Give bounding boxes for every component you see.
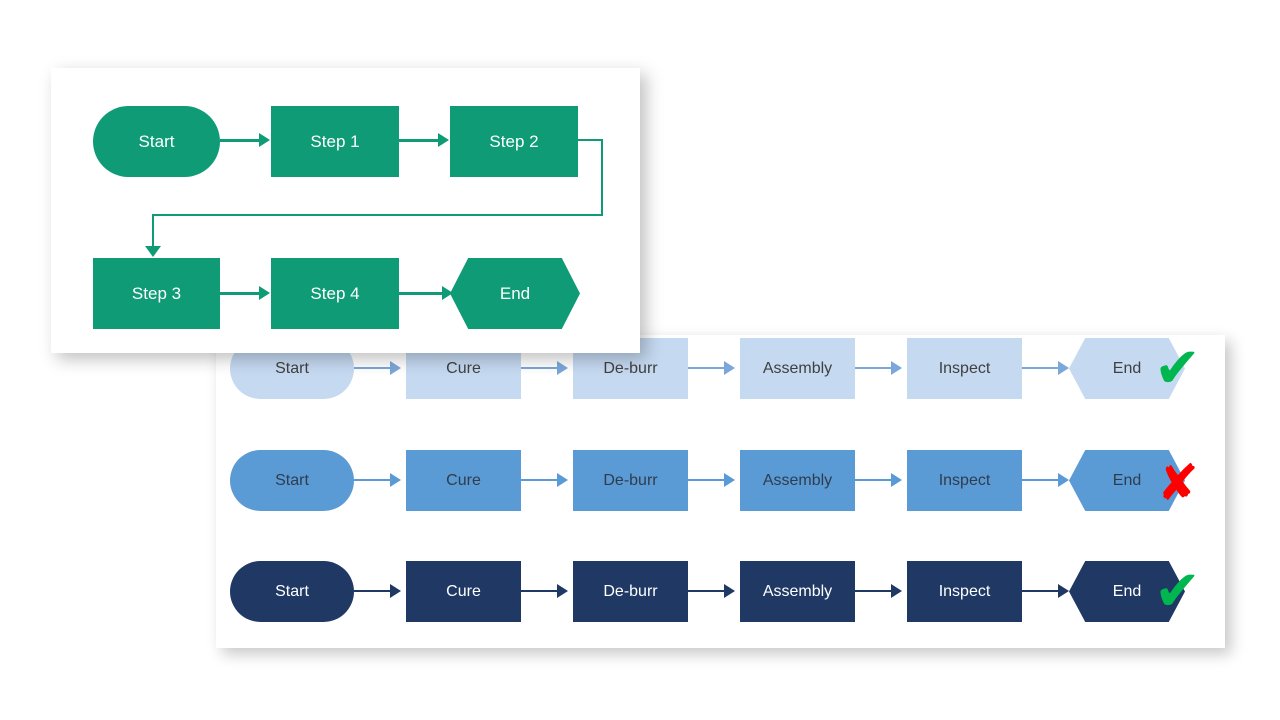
process-row-dark[interactable]: Start Cure De-burr Assembly Inspect End …: [216, 561, 1225, 645]
node-label: Cure: [446, 471, 481, 489]
node-label: Assembly: [762, 359, 833, 377]
node-deburr-medium[interactable]: De-burr: [573, 450, 688, 511]
node-inspect-dark[interactable]: Inspect: [907, 561, 1022, 622]
node-assembly-light[interactable]: Assembly: [740, 338, 855, 399]
status-check-icon: ✔: [1154, 559, 1201, 624]
node-label: Inspect: [938, 359, 991, 377]
node-end-green[interactable]: End: [450, 258, 580, 329]
node-step1-green[interactable]: Step 1: [271, 106, 399, 177]
connector-line: [855, 590, 891, 592]
connector-arrowhead-start-step1: [259, 133, 270, 147]
node-label: Inspect: [938, 582, 991, 600]
node-deburr-dark[interactable]: De-burr: [573, 561, 688, 622]
connector-arrowhead: [724, 473, 735, 487]
connector-arrowhead: [724, 584, 735, 598]
connector-arrowhead: [557, 473, 568, 487]
connector-arrowhead: [891, 361, 902, 375]
elbow-segment-right: [578, 139, 603, 141]
node-label: De-burr: [603, 582, 658, 600]
connector-line: [688, 367, 724, 369]
connector-line: [354, 367, 390, 369]
status-check-icon: ✔: [1154, 336, 1201, 401]
connector-line: [1022, 479, 1058, 481]
node-label: Start: [275, 359, 309, 377]
connector-line: [688, 590, 724, 592]
node-cure-medium[interactable]: Cure: [406, 450, 521, 511]
node-label: De-burr: [603, 471, 658, 489]
node-end-light[interactable]: End: [1069, 338, 1185, 399]
node-assembly-medium[interactable]: Assembly: [740, 450, 855, 511]
node-label: Step 1: [310, 132, 360, 151]
connector-arrowhead: [557, 361, 568, 375]
node-label: Inspect: [938, 471, 991, 489]
connector-arrowhead: [891, 584, 902, 598]
node-label: Step 2: [489, 132, 539, 151]
connector-arrowhead: [390, 361, 401, 375]
node-label: Assembly: [762, 582, 833, 600]
node-inspect-medium[interactable]: Inspect: [907, 450, 1022, 511]
connector-line-step4-end: [399, 292, 442, 295]
connector-line: [521, 479, 557, 481]
generic-flowchart-panel: Start Step 1 Step 2 Step 3 Step 4 End: [51, 68, 640, 353]
connector-line: [1022, 590, 1058, 592]
elbow-segment-across: [152, 214, 603, 216]
node-label: End: [499, 284, 531, 303]
process-row-light[interactable]: Start Cure De-burr Assembly Inspect End …: [216, 338, 1225, 422]
connector-line: [855, 367, 891, 369]
connector-line-step1-step2: [399, 139, 438, 142]
elbow-segment-down-left: [152, 214, 154, 247]
connector-line: [688, 479, 724, 481]
node-end-dark[interactable]: End: [1069, 561, 1185, 622]
connector-line-step3-step4: [220, 292, 259, 295]
node-label: End: [1112, 471, 1142, 489]
connector-line: [354, 590, 390, 592]
node-step4-green[interactable]: Step 4: [271, 258, 399, 329]
node-label: Start: [138, 132, 175, 151]
connector-line: [1022, 367, 1058, 369]
node-label: Cure: [446, 359, 481, 377]
node-label: Start: [275, 471, 309, 489]
status-cross-icon: ✘: [1157, 454, 1199, 512]
node-label: Step 4: [310, 284, 360, 303]
elbow-arrowhead-into-step3: [145, 246, 161, 257]
node-inspect-light[interactable]: Inspect: [907, 338, 1022, 399]
node-start-green[interactable]: Start: [93, 106, 220, 177]
node-step3-green[interactable]: Step 3: [93, 258, 220, 329]
connector-arrowhead: [724, 361, 735, 375]
connector-line-start-step1: [220, 139, 259, 142]
node-label: End: [1112, 359, 1142, 377]
connector-arrowhead: [1058, 361, 1069, 375]
connector-line: [521, 367, 557, 369]
node-label: De-burr: [603, 359, 658, 377]
connector-arrowhead-step4-end: [442, 286, 453, 300]
elbow-segment-down-right: [601, 139, 603, 216]
node-label: Step 3: [131, 284, 182, 303]
node-start-dark[interactable]: Start: [230, 561, 354, 622]
process-variant-panel: Start Cure De-burr Assembly Inspect End …: [216, 335, 1225, 648]
connector-arrowhead: [390, 473, 401, 487]
connector-arrowhead: [1058, 473, 1069, 487]
connector-arrowhead-step1-step2: [438, 133, 449, 147]
node-end-medium[interactable]: End: [1069, 450, 1185, 511]
node-label: Start: [275, 582, 309, 600]
node-start-medium[interactable]: Start: [230, 450, 354, 511]
node-label: End: [1112, 582, 1142, 600]
node-cure-dark[interactable]: Cure: [406, 561, 521, 622]
process-row-medium[interactable]: Start Cure De-burr Assembly Inspect End …: [216, 450, 1225, 534]
node-label: Cure: [446, 582, 481, 600]
node-assembly-dark[interactable]: Assembly: [740, 561, 855, 622]
connector-line: [521, 590, 557, 592]
node-step2-green[interactable]: Step 2: [450, 106, 578, 177]
connector-arrowhead: [1058, 584, 1069, 598]
connector-line: [354, 479, 390, 481]
node-label: Assembly: [762, 471, 833, 489]
connector-arrowhead-step3-step4: [259, 286, 270, 300]
connector-line: [855, 479, 891, 481]
connector-arrowhead: [557, 584, 568, 598]
connector-arrowhead: [891, 473, 902, 487]
connector-arrowhead: [390, 584, 401, 598]
